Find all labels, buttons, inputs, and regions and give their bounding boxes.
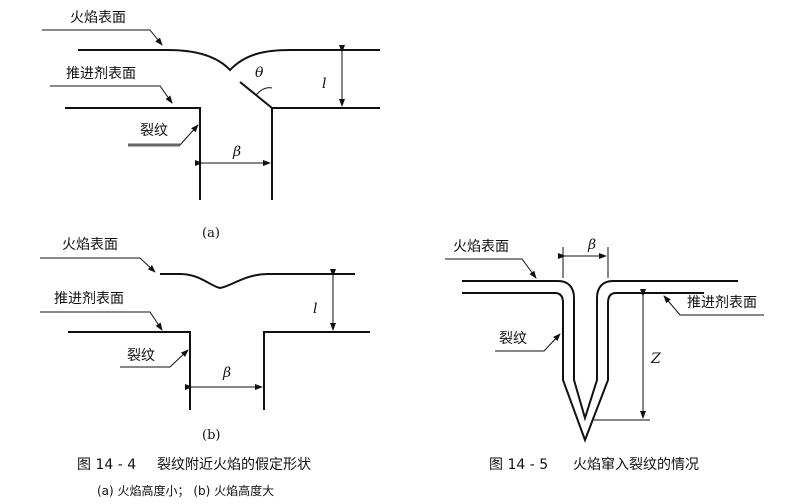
flame-surface-line-c (462, 280, 738, 422)
caption-14-5-title: 火焰窜入裂纹的情况 (573, 456, 699, 473)
flame-surface-label-a: 火焰表面 (70, 10, 126, 26)
propellant-surface-label-c: 推进剂表面 (687, 295, 757, 311)
beta-label-b: β (222, 365, 231, 381)
propellant-surface-label-a: 推进剂表面 (66, 66, 136, 82)
sublabel-a: (a) (202, 226, 220, 241)
propellant-surface-b (68, 331, 191, 410)
l-label-a: l (322, 76, 326, 92)
crack-leader-b (120, 349, 189, 368)
flame-surface-label-c: 火焰表面 (453, 239, 509, 255)
crack-label-b: 裂纹 (127, 348, 155, 364)
sublabel-b: (b) (202, 428, 220, 443)
flame-edge-a (239, 81, 273, 109)
propellant-surface-a-right (271, 107, 380, 200)
diagram-c: β Z 火焰表面 推进剂表面 裂纹 (445, 237, 764, 443)
crack-label-c: 裂纹 (499, 331, 527, 347)
caption-14-5-number: 图 14 - 5 (489, 457, 548, 473)
crack-leader-a (179, 124, 199, 146)
propellant-outline-c (462, 292, 704, 443)
flame-surface-leader-b (40, 257, 156, 273)
flame-surface-line-a (78, 49, 380, 72)
theta-arc (255, 87, 273, 96)
propellant-surface-a (65, 107, 201, 200)
propellant-surface-label-b: 推进剂表面 (54, 291, 124, 307)
crack-label-a: 裂纹 (140, 123, 168, 139)
propellant-surface-leader-b (40, 311, 163, 331)
propellant-surface-leader-c (663, 295, 764, 316)
beta-label-c: β (587, 237, 596, 253)
caption-14-4-sub: (a) 火焰高度小； (b) 火焰高度大 (97, 483, 274, 498)
caption-14-5: 图 14 - 5 火焰窜入裂纹的情况 (489, 456, 699, 473)
z-label-c: Z (650, 351, 661, 367)
crack-leader-c (495, 333, 561, 352)
flame-surface-label-b: 火焰表面 (62, 237, 118, 253)
caption-14-4-title: 裂纹附近火焰的假定形状 (157, 457, 311, 473)
caption-14-4-number: 图 14 - 4 (77, 457, 136, 473)
theta-label: θ (255, 65, 264, 81)
propellant-surface-leader-a (50, 85, 173, 104)
propellant-surface-b-right (263, 331, 370, 410)
flame-surface-line-b (160, 273, 355, 290)
diagram-a: θ l β 火焰表面 推进剂表面 裂纹 (a) (42, 10, 380, 241)
flame-surface-leader-a (42, 29, 163, 46)
caption-14-4: 图 14 - 4 裂纹附近火焰的假定形状 (a) 火焰高度小； (b) 火焰高度… (77, 457, 311, 498)
l-label-b: l (313, 301, 317, 317)
beta-label-a: β (232, 144, 241, 160)
diagram-b: l β 火焰表面 推进剂表面 裂纹 (b) (40, 237, 370, 443)
flame-surface-leader-c (445, 258, 537, 279)
